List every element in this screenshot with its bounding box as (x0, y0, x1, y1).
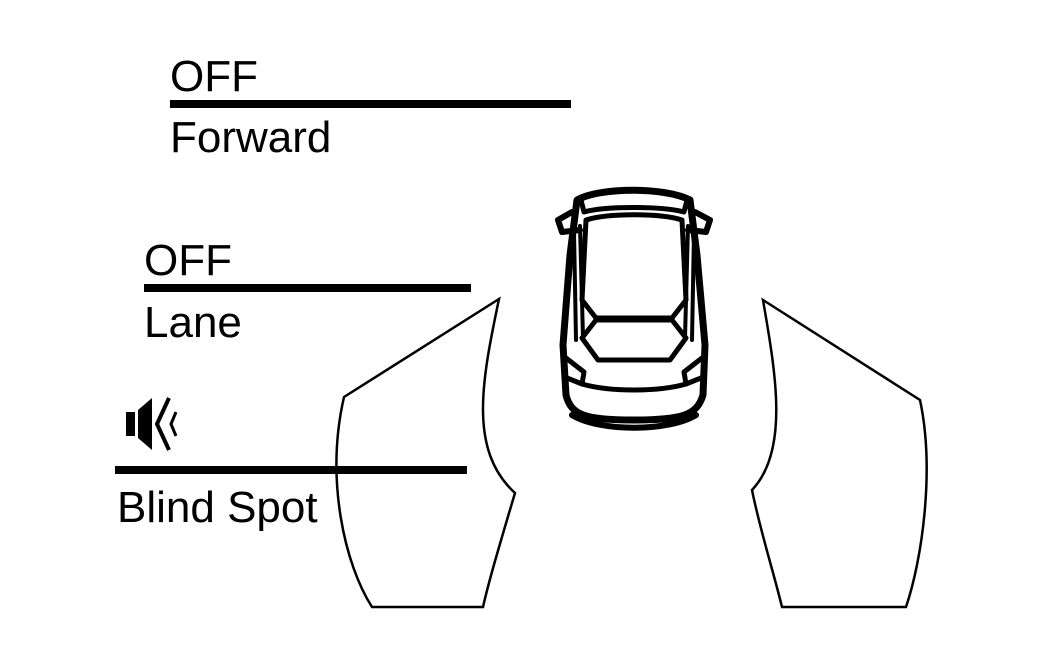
lane-label: Lane (144, 298, 242, 347)
lane-divider (144, 284, 471, 292)
vehicle-top-view-icon (555, 186, 713, 431)
left-detection-zone (335, 296, 517, 609)
forward-status: OFF (170, 52, 258, 101)
speaker-icon (126, 397, 178, 451)
blind-spot-label: Blind Spot (117, 483, 318, 532)
forward-label: Forward (170, 113, 332, 162)
blind-spot-divider (115, 466, 467, 474)
right-detection-zone (750, 297, 928, 609)
forward-divider (170, 100, 571, 108)
lane-status: OFF (144, 236, 232, 285)
